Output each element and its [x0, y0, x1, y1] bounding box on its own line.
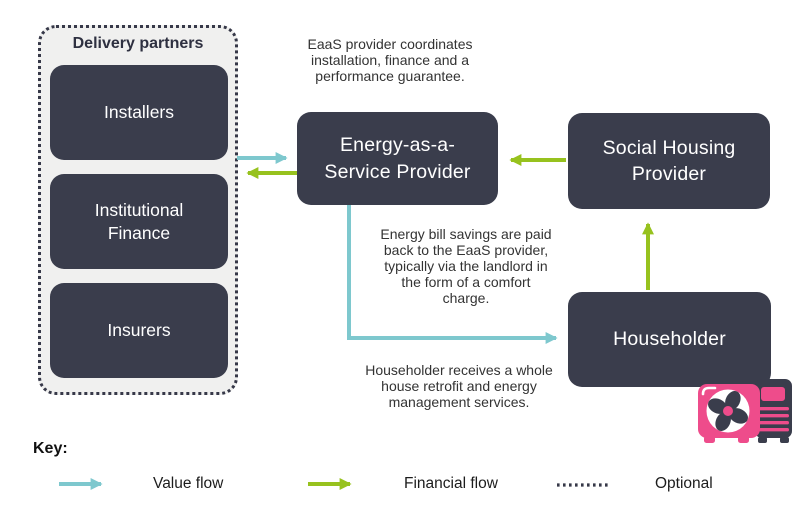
key-financial-flow-label: Financial flow [404, 475, 498, 492]
node-institutional-finance: Institutional Finance [50, 174, 228, 269]
node-householder-label: Householder [613, 328, 726, 351]
node-social-housing-provider: Social Housing Provider [568, 113, 770, 209]
node-social-housing-provider-label: Social Housing Provider [602, 136, 736, 185]
key-optional-label: Optional [655, 475, 713, 492]
annotation-energy-bill-savings: Energy bill savings are paid back to the… [380, 226, 552, 306]
annotation-householder-retrofit: Householder receives a whole house retro… [365, 362, 553, 410]
annotation-eaas-coordinates: EaaS provider coordinates installation, … [307, 36, 473, 84]
panel-title: Delivery partners [72, 35, 204, 52]
node-installers-label: Installers [103, 102, 175, 123]
optional-dotted-line-icon [557, 483, 611, 487]
value-flow-arrow-icon [59, 478, 103, 490]
delivery-partners-panel: Delivery partners Installers Institution… [38, 25, 238, 395]
node-eaas-provider-label: Energy-as-a- Service Provider [324, 134, 471, 183]
node-insurers-label: Insurers [107, 320, 171, 341]
node-eaas-provider: Energy-as-a- Service Provider [297, 112, 498, 205]
node-installers: Installers [50, 65, 228, 160]
key-title: Key: [33, 440, 68, 457]
node-householder: Householder [568, 292, 771, 387]
node-institutional-finance-label: Institutional Finance [94, 199, 184, 243]
node-insurers: Insurers [50, 283, 228, 378]
heat-pump-icon [698, 379, 792, 443]
key-value-flow-label: Value flow [153, 475, 224, 492]
financial-flow-arrow-icon [308, 478, 352, 490]
